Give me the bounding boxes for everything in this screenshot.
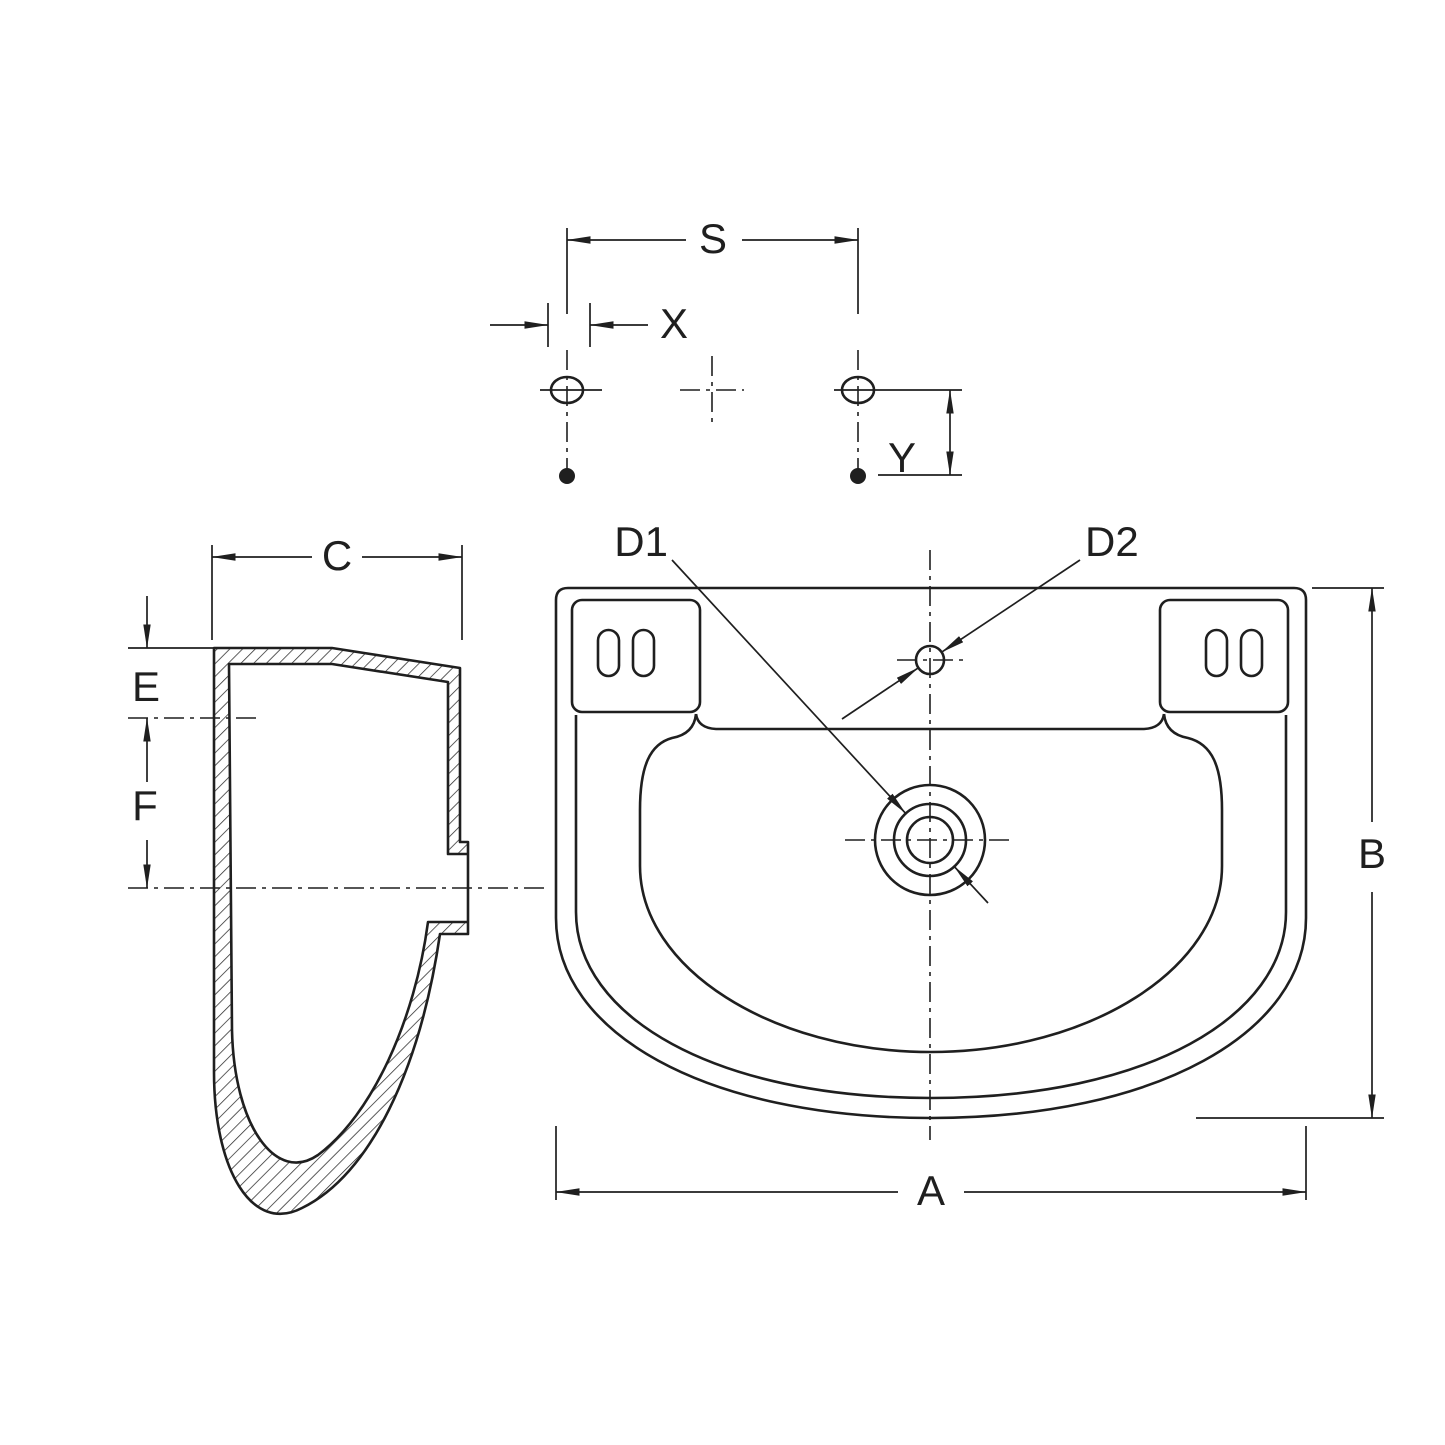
plan-view: D1 D2 A B xyxy=(554,518,1386,1214)
ear-left-outline xyxy=(570,598,702,714)
mounting-ear-right xyxy=(1158,598,1290,714)
basin-rim-inner-line xyxy=(574,715,1288,1100)
bowl-cavity-outline xyxy=(638,713,1224,1054)
ear-right-slot-1 xyxy=(1204,628,1229,678)
side-section-view: C E F xyxy=(128,532,545,1215)
dim-label-s: S xyxy=(699,215,727,262)
dim-label-d1: D1 xyxy=(614,518,668,565)
d2-leader-line xyxy=(941,559,1081,653)
fixing-point-right xyxy=(850,468,866,484)
dim-label-f: F xyxy=(132,782,158,829)
dim-label-x: X xyxy=(660,300,688,347)
fixing-point-left xyxy=(559,468,575,484)
ear-left-slot-2 xyxy=(631,628,656,678)
d2-leader-tail xyxy=(841,667,919,720)
dim-label-c: C xyxy=(322,532,352,579)
dim-label-y: Y xyxy=(888,434,916,481)
mounting-ear-left xyxy=(570,598,702,714)
d1-leader-line xyxy=(671,559,907,814)
basin-outer-outline xyxy=(554,586,1308,1120)
d1-leader-tail xyxy=(953,866,989,904)
mounting-hole-layout: S X Y xyxy=(490,215,962,484)
basin-section-shell xyxy=(212,646,470,1215)
ear-left-slot-1 xyxy=(596,628,621,678)
dim-label-b: B xyxy=(1358,830,1386,877)
ear-right-slot-2 xyxy=(1239,628,1264,678)
dim-label-e: E xyxy=(132,663,160,710)
dim-label-a: A xyxy=(917,1167,945,1214)
ear-right-outline xyxy=(1158,598,1290,714)
back-ledge-line xyxy=(694,713,1166,731)
dim-label-d2: D2 xyxy=(1085,518,1139,565)
